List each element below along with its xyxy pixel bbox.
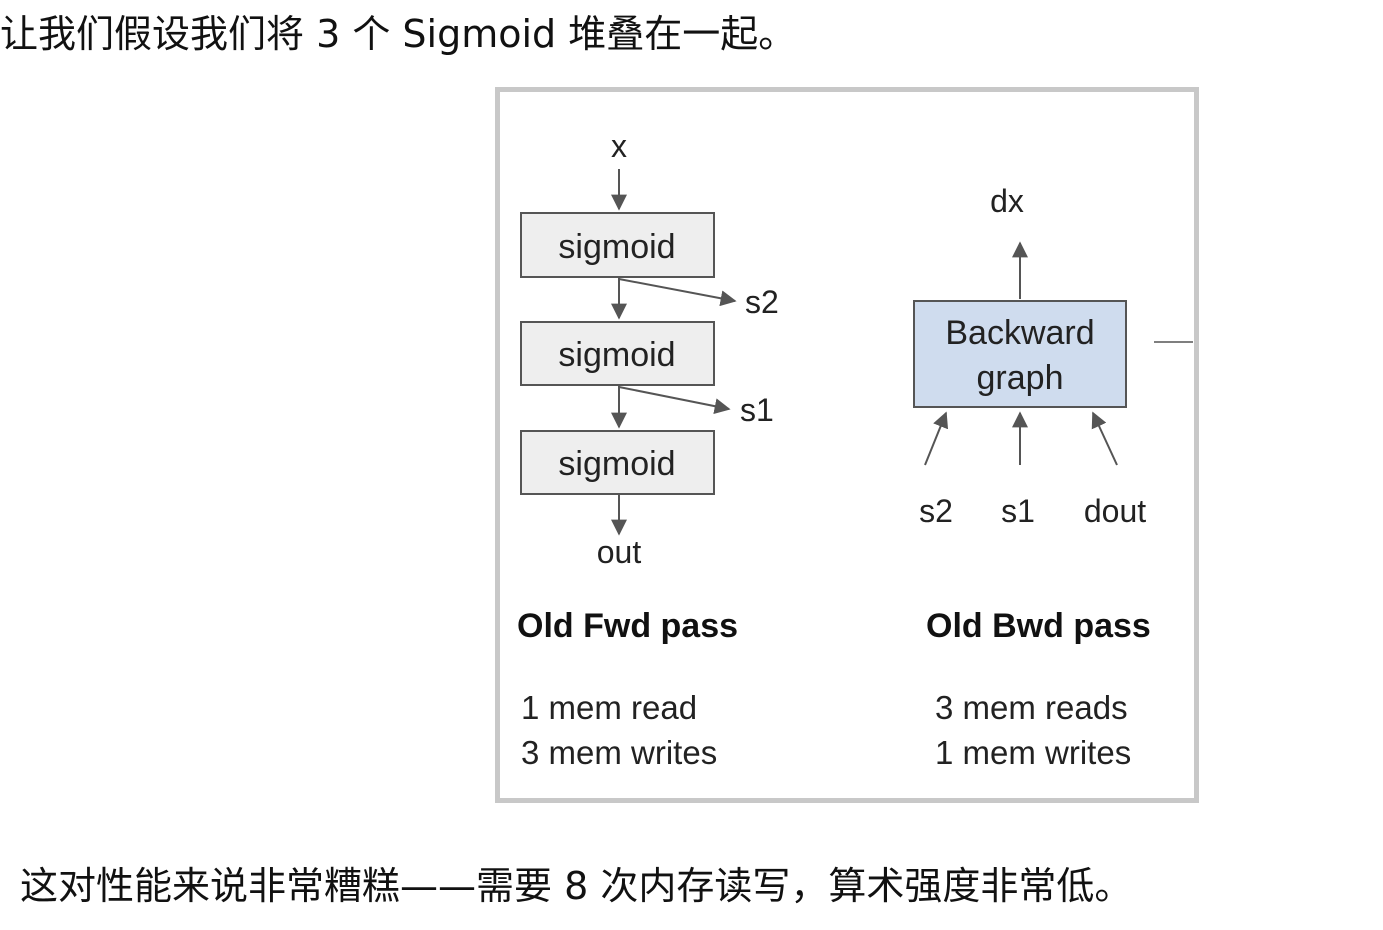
fwd-pass-title: Old Fwd pass — [517, 607, 738, 645]
fwd-output-label: out — [597, 534, 642, 570]
diagram-svg: x sigmoid s2 sigmoid s1 sigmoid out Old … — [495, 87, 1199, 803]
arrow-dout-to-bwd — [1091, 411, 1118, 466]
sigmoid-label-3: sigmoid — [558, 445, 675, 483]
bwd-output-label: dx — [990, 183, 1024, 219]
backward-graph-box — [913, 300, 1127, 408]
bwd-stat-writes: 1 mem writes — [935, 734, 1131, 771]
bwd-input-dout: dout — [1084, 493, 1146, 529]
sigmoid-box-3 — [520, 430, 715, 495]
intro-text: 让我们假设我们将 3 个 Sigmoid 堆叠在一起。 — [0, 12, 797, 56]
bwd-stat-reads: 3 mem reads — [935, 689, 1128, 726]
fwd-saved-s2: s2 — [745, 284, 779, 320]
fwd-stat-reads: 1 mem read — [521, 689, 697, 726]
fwd-input-label: x — [611, 128, 627, 164]
sigmoid-diagram: x sigmoid s2 sigmoid s1 sigmoid out Old … — [495, 87, 1199, 803]
bwd-input-s1: s1 — [1001, 493, 1035, 529]
sigmoid-label-1: sigmoid — [558, 228, 675, 266]
sigmoid-box-2 — [520, 321, 715, 386]
arrow-s2-to-bwd — [924, 411, 949, 466]
arrow-to-s1 — [618, 386, 731, 415]
backward-graph-label-line1: Backward — [945, 314, 1094, 352]
bwd-pass-title: Old Bwd pass — [926, 607, 1151, 645]
fwd-saved-s1: s1 — [740, 392, 774, 428]
arrow-to-s2 — [618, 278, 737, 307]
sigmoid-label-2: sigmoid — [558, 336, 675, 374]
backward-graph-label-line2: graph — [977, 359, 1064, 397]
footer-text: 这对性能来说非常糟糕——需要 8 次内存读写，算术强度非常低。 — [20, 864, 1133, 908]
bwd-input-s2: s2 — [919, 493, 953, 529]
sigmoid-box-1 — [520, 212, 715, 278]
fwd-stat-writes: 3 mem writes — [521, 734, 717, 771]
